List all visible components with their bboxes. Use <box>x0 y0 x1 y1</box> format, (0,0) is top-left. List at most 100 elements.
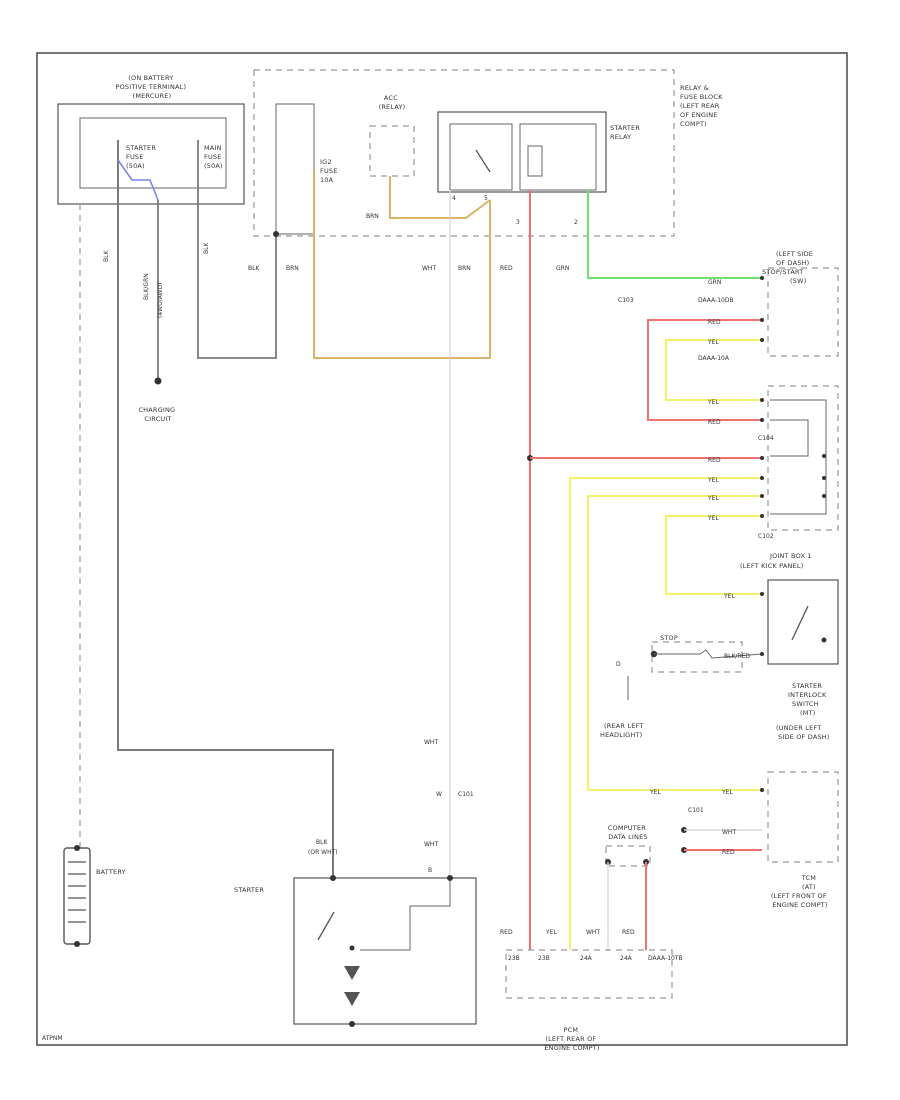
pcm-spec-label: DAAA-10TB <box>648 955 683 962</box>
right-connector-pins <box>760 276 826 792</box>
wire-label-4wd: (4WD/AWD) <box>157 283 164 318</box>
interlock-switch-pin <box>821 637 827 643</box>
dot-label-d: D <box>616 661 621 668</box>
relay-pin-5: 5 <box>484 195 488 202</box>
relay-pin-3: 3 <box>516 219 520 226</box>
computer-data-lines-box <box>605 845 651 867</box>
wire-label-wht-3: WHT <box>424 841 438 848</box>
wire-label-yel-5: YEL <box>707 515 719 522</box>
yel-side-label: DAAA-10A <box>698 355 730 362</box>
acc-relay-box <box>369 125 415 177</box>
starter-relay-box <box>437 111 607 193</box>
relay-coil <box>527 145 543 177</box>
wire-label-brn-1: BRN <box>286 265 299 272</box>
c104-bridge-wire <box>770 419 809 457</box>
starter-pin-b: B <box>428 867 432 874</box>
wire-label-grn-1: GRN <box>556 265 569 272</box>
main-fuse-wire <box>197 140 277 359</box>
wire-label-yel-3: YEL <box>707 477 719 484</box>
ign-fuse-label: IG2 FUSE 10A <box>320 158 340 184</box>
starter-motor-symbol <box>344 966 360 1006</box>
interlock-switch-contact <box>791 605 809 641</box>
wire-label-yel-6: YEL <box>723 593 735 600</box>
grn-side-label: DAAA-10DB <box>698 297 734 304</box>
main-fuse-label: MAIN FUSE (50A) <box>204 144 224 170</box>
starter-solenoid <box>360 880 451 951</box>
starter-s-terminal <box>447 875 453 881</box>
wire-label-yel-1: YEL <box>707 339 719 346</box>
yel-wire-joint <box>665 515 762 595</box>
pcm-pin-4: 24A <box>620 955 633 962</box>
battery-label: BATTERY <box>96 868 126 876</box>
tcm-label: TCM (AT) (LEFT FRONT OF ENGINE COMPT) <box>771 874 829 909</box>
pcm-box <box>505 949 673 999</box>
starter-relay-inner-right <box>519 123 597 191</box>
joint-box-label: JOINT BOX 1 (LEFT KICK PANEL) <box>740 552 814 570</box>
connector-c102-label: C102 <box>758 533 774 540</box>
wire-label-yel-pcm: YEL <box>545 929 557 936</box>
starter-b-terminal <box>330 875 336 881</box>
wire-label-red-2: RED <box>708 319 721 326</box>
grn-wire <box>587 190 762 279</box>
blk-red-label: BLK/RED <box>724 653 750 660</box>
relay-pin-4: 4 <box>452 195 456 202</box>
charging-terminal <box>154 377 162 385</box>
battery-cells <box>68 861 86 923</box>
interlock-switch-box <box>767 579 839 665</box>
pcm-label: PCM (LEFT REAR OF ENGINE COMPT) <box>544 1026 599 1052</box>
wire-label-wht-tcm: WHT <box>722 829 736 836</box>
rear-left-label: (REAR LEFT HEADLIGHT) <box>600 722 646 739</box>
wire-label-blk-3: BLK <box>248 265 260 272</box>
ign-fuse-box <box>275 103 315 235</box>
wire-label-red-pcm: RED <box>500 929 513 936</box>
wire-label-wht-2: WHT <box>424 739 438 746</box>
yel-loop-wire <box>665 339 762 401</box>
relay-pin-2: 2 <box>574 219 578 226</box>
blu-fuse-wire <box>117 159 159 380</box>
brn-wire-relay <box>389 176 491 219</box>
starter-node-1 <box>349 945 355 951</box>
acc-relay-label: ACC (RELAY) <box>379 94 406 111</box>
starter-node-2 <box>349 1021 355 1027</box>
wire-label-yel-7: YEL <box>649 789 661 796</box>
connector-c101-label-right: C101 <box>688 807 704 814</box>
battery-terminal-label: (ON BATTERY POSITIVE TERMINAL) (MERCURE) <box>115 74 188 100</box>
wire-label-yel-8: YEL <box>721 789 733 796</box>
relay-contact <box>475 149 491 173</box>
battery-terminal-box <box>57 103 245 205</box>
starter-box <box>293 877 477 1025</box>
wire-label-wht-pcm: WHT <box>586 929 600 936</box>
wire-label-blk-1: BLK <box>103 250 110 262</box>
red-loop-wire <box>647 319 762 421</box>
battery-positive <box>74 845 80 851</box>
c101-pin-w: W <box>436 791 442 798</box>
wire-label-brn-2: BRN <box>366 213 379 220</box>
wire-label-blk-grn: BLK/GRN <box>143 273 150 300</box>
stop-lamp-box <box>651 641 743 673</box>
dash-box <box>767 267 839 357</box>
c104-bridge-wire-2 <box>770 399 827 515</box>
yel-wire-tcm <box>587 495 762 790</box>
diagram-frame <box>36 52 848 1046</box>
stop-lamp-wire <box>654 649 763 659</box>
frame-code: ATPNM <box>42 1035 63 1042</box>
connector-c104-label: C104 <box>758 435 774 442</box>
computer-data-lines-label: COMPUTER DATA LINES <box>608 824 648 841</box>
c104-block <box>767 385 839 531</box>
starter-wire-label: BLK (OR WHT) <box>308 839 338 856</box>
relay-fuse-block-label: RELAY & FUSE BLOCK (LEFT REAR OF ENGINE … <box>680 84 725 128</box>
battery-negative <box>74 941 80 947</box>
wire-label-yel-4: YEL <box>707 495 719 502</box>
interlock-switch-label: STARTER INTERLOCK SWITCH (MT) (UNDER LEF… <box>776 682 830 741</box>
connector-c103-label: C103 <box>618 297 634 304</box>
wire-label-red-tcm: RED <box>722 849 735 856</box>
starter-relay-label: STARTER RELAY <box>610 124 642 141</box>
starter-label: STARTER <box>234 886 264 894</box>
connector-c101-label: C101 <box>458 791 474 798</box>
brn-wire-loop <box>313 170 491 359</box>
stop-label: STOP <box>660 634 678 642</box>
wire-label-yel-2: YEL <box>707 399 719 406</box>
dash-box-label: (LEFT SIDE OF DASH) STOP/START (SW) <box>762 250 815 285</box>
pcm-pin-3: 24A <box>580 955 593 962</box>
